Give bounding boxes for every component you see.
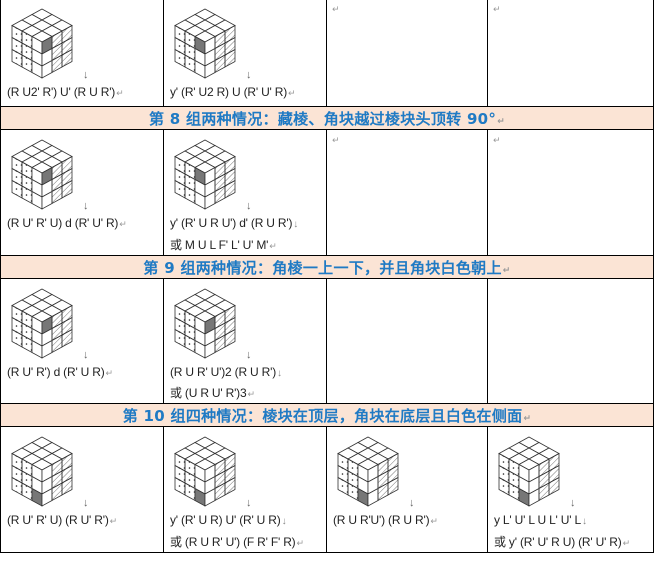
group-header: 第 9 组两种情况：角棱一上一下，并且角块白色朝上	[0, 255, 654, 279]
table-row: ↓ (R U' R') d (R' U R) ↓ (R U R' U')2 (R…	[0, 278, 654, 404]
algorithm-text: (R U R'U') (R U R')	[333, 513, 438, 527]
paragraph-mark	[492, 4, 501, 14]
case-cell: ↓ (R U' R' U) d (R' U' R)	[0, 129, 164, 256]
algorithm-text: y' (R' U R U') d' (R U R')	[170, 216, 298, 230]
empty-cell	[487, 129, 654, 256]
algorithm-alt-text: 或 M U L F' L' U' M'	[170, 236, 277, 253]
algorithm-text: y' (R' U R) U' (R' U R)	[170, 513, 286, 527]
group-header-row: 第 8 组两种情况：藏棱、角块越过棱块头顶转 90°	[0, 106, 654, 130]
table-row: ↓ (R U' R' U) d (R' U' R) ↓ y' (R' U R U…	[0, 129, 654, 256]
arrow-mark: ↓	[570, 497, 576, 509]
arrow-mark: ↓	[83, 349, 89, 361]
algorithm-text: (R U' R') d (R' U R)	[7, 365, 113, 379]
group-10-title: 第 10 组四种情况：棱块在顶层，角块在底层且白色在侧面	[123, 407, 532, 425]
paragraph-mark	[331, 135, 340, 145]
empty-cell	[487, 278, 654, 404]
cube-diagram	[174, 139, 236, 210]
arrow-mark: ↓	[83, 69, 89, 81]
empty-cell	[326, 0, 488, 107]
cube-diagram	[11, 139, 73, 210]
empty-cell	[487, 0, 654, 107]
cube-diagram	[498, 436, 560, 507]
cube-diagram	[174, 436, 236, 507]
cube-front-right-sticker	[224, 48, 236, 68]
algorithm-alt-text: 或 y' (R' U' R U) (R' U' R)	[494, 533, 630, 550]
group-header-row: 第 9 组两种情况：角棱一上一下，并且角块白色朝上	[0, 255, 654, 279]
arrow-mark: ↓	[246, 69, 252, 81]
algorithm-text: (R U R' U')2 (R U R')	[170, 365, 282, 379]
cube-front-right-sticker	[61, 48, 73, 68]
group-header-row: 第 10 组四种情况：棱块在顶层，角块在底层且白色在侧面	[0, 403, 654, 427]
case-cell: ↓ y' (R' U R U') d' (R U R') 或 M U L F' …	[163, 129, 327, 256]
case-cell: ↓ (R U' R') d (R' U R)	[0, 278, 164, 404]
cube-diagram	[11, 288, 73, 359]
algorithm-text: (R U2' R') U' (R U R')	[7, 85, 123, 99]
paragraph-mark	[492, 135, 501, 145]
table-row: ↓ (R U' R' U) (R U' R') ↓ y' (R' U R) U'…	[0, 426, 654, 553]
algorithm-text: (R U' R' U) (R U' R')	[7, 513, 117, 527]
cube-front-right-sticker	[61, 476, 73, 496]
group-9-title: 第 9 组两种情况：角棱一上一下，并且角块白色朝上	[143, 259, 510, 277]
cube-diagram	[337, 436, 399, 507]
algorithm-alt-text: 或 (R U R' U') (F R' F' R)	[170, 533, 304, 550]
arrow-mark: ↓	[409, 497, 415, 509]
table-row: ↓ (R U2' R') U' (R U R') ↓ y' (R' U2 R) …	[0, 0, 654, 107]
group-8-title: 第 8 组两种情况：藏棱、角块越过棱块头顶转 90°	[149, 110, 505, 128]
arrow-mark: ↓	[83, 497, 89, 509]
cube-front-right-sticker	[548, 476, 560, 496]
cube-front-right-sticker	[387, 476, 399, 496]
cube-front-right-sticker	[224, 476, 236, 496]
algorithm-text: y L' U' L U L' U' L	[494, 513, 587, 527]
algorithm-text: (R U' R' U) d (R' U' R)	[7, 216, 127, 230]
cube-diagram	[174, 8, 236, 79]
case-cell: ↓ y L' U' L U L' U' L 或 y' (R' U' R U) (…	[487, 426, 654, 553]
algorithm-text: y' (R' U2 R) U (R' U' R)	[170, 85, 295, 99]
empty-cell	[326, 129, 488, 256]
paragraph-mark	[331, 4, 340, 14]
case-cell: ↓ y' (R' U2 R) U (R' U' R)	[163, 0, 327, 107]
arrow-mark: ↓	[246, 349, 252, 361]
empty-cell	[326, 278, 488, 404]
cube-front-right-sticker	[61, 179, 73, 199]
case-cell: ↓ (R U' R' U) (R U' R')	[0, 426, 164, 553]
algorithm-alt-text: 或 (U R U' R')3	[170, 384, 255, 401]
group-header: 第 8 组两种情况：藏棱、角块越过棱块头顶转 90°	[0, 106, 654, 130]
arrow-mark: ↓	[83, 200, 89, 212]
cube-diagram	[11, 8, 73, 79]
arrow-mark: ↓	[246, 200, 252, 212]
case-cell: ↓ y' (R' U R) U' (R' U R) 或 (R U R' U') …	[163, 426, 327, 553]
cube-front-right-sticker	[224, 328, 236, 348]
cube-front-right-sticker	[224, 179, 236, 199]
case-cell: ↓ (R U R'U') (R U R')	[326, 426, 488, 553]
cube-diagram	[11, 436, 73, 507]
case-cell: ↓ (R U2' R') U' (R U R')	[0, 0, 164, 107]
case-cell: ↓ (R U R' U')2 (R U R') 或 (U R U' R')3	[163, 278, 327, 404]
arrow-mark: ↓	[246, 497, 252, 509]
group-header: 第 10 组四种情况：棱块在顶层，角块在底层且白色在侧面	[0, 403, 654, 427]
cube-diagram	[174, 288, 236, 359]
cube-front-right-sticker	[61, 328, 73, 348]
